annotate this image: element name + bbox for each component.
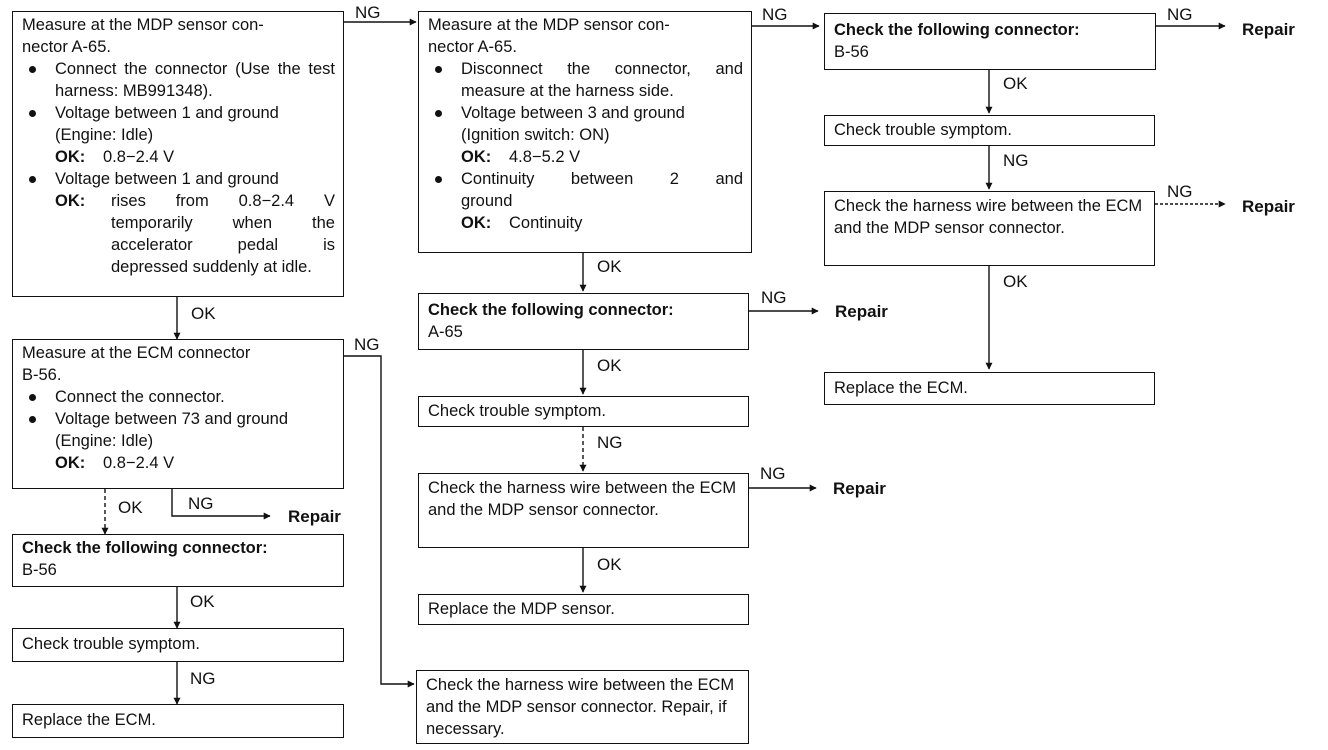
c3-box4-text: Replace the ECM.	[834, 379, 968, 397]
c3b3-ok-label: OK	[1003, 272, 1028, 291]
c2-box1-bullet2-ok: OK: 4.8−5.2 V	[428, 146, 743, 168]
c2-box1-bullet1: Disconnect the connector, and measure at…	[428, 58, 743, 102]
c2-check-harness-repair-box: Check the harness wire between the ECM a…	[416, 670, 749, 744]
ok-label: OK:	[461, 148, 492, 166]
c2-box4-text: Check the harness wire between the ECM a…	[428, 479, 737, 519]
ok-label: OK:	[55, 454, 86, 472]
c1-box2-line2: B-56.	[22, 366, 62, 384]
c2-box1-line1: Measure at the MDP sensor con-	[428, 16, 670, 34]
ok-value: rises from 0.8−2.4 V temporarily when th…	[111, 192, 335, 276]
c3-check-connector-box: Check the following connector: B-56	[824, 13, 1156, 70]
c2-box1-bullet2: Voltage between 3 and ground	[428, 102, 743, 124]
c3b2-ng-label: NG	[1003, 151, 1029, 170]
c2b4-repair-label: Repair	[833, 479, 886, 498]
c1-check-connector-box: Check the following connector: B-56	[12, 534, 344, 587]
c1-box1-bullet2-sub: (Engine: Idle)	[55, 126, 154, 144]
c2b2-repair-label: Repair	[835, 302, 888, 321]
c1-box2-bullet2-ok: OK: 0.8−2.4 V	[22, 452, 335, 474]
c2-check-harness-box: Check the harness wire between the ECM a…	[418, 473, 749, 548]
c1b2-repair-label: Repair	[288, 507, 341, 526]
c1-box3-value: B-56	[22, 561, 57, 579]
c1-replace-ecm-box: Replace the ECM.	[12, 704, 344, 738]
c2b3-ng-label: NG	[597, 433, 623, 452]
c3-check-symptom-box: Check trouble symptom.	[824, 115, 1155, 146]
c3b3-repair-label: Repair	[1242, 197, 1295, 216]
c2b2-ok-label: OK	[597, 356, 622, 375]
c1-box1-bullet1: Connect the connector (Use the test harn…	[22, 58, 335, 102]
c2-check-symptom-box: Check trouble symptom.	[418, 396, 749, 427]
c1-box1-line2: nector A-65.	[22, 38, 111, 56]
c3b1-ng-label: NG	[1167, 5, 1193, 24]
c1b2-ng2-label: NG	[188, 494, 214, 513]
c1-box2-bullet1: Connect the connector.	[22, 386, 335, 408]
c2-check-connector-box: Check the following connector: A-65	[418, 293, 749, 350]
c2-box1-bullet2-sub: (Ignition switch: ON)	[461, 126, 610, 144]
c1b3-ok-label: OK	[190, 592, 215, 611]
c3-box2-text: Check trouble symptom.	[834, 121, 1012, 139]
c1-box1-bullet2: Voltage between 1 and ground	[22, 102, 335, 124]
c2b1-ng-label: NG	[762, 5, 788, 24]
c1-measure-mdp-box: Measure at the MDP sensor con- nector A-…	[12, 11, 344, 297]
c3-box3-text: Check the harness wire between the ECM a…	[834, 197, 1143, 237]
arrow-c1b2-ng-repair	[171, 489, 271, 520]
c1-box1-bullet3-ok: OK: rises from 0.8−2.4 V temporarily when…	[22, 190, 335, 278]
c1b4-ng-label: NG	[190, 669, 216, 688]
c2-replace-mdp-box: Replace the MDP sensor.	[418, 594, 749, 625]
c1-box5-text: Replace the ECM.	[22, 711, 156, 729]
c2b4-ok-label: OK	[597, 555, 622, 574]
c1b2-ng-label: NG	[354, 335, 380, 354]
c1b1-ng-label: NG	[355, 3, 381, 22]
c1-box1-line1: Measure at the MDP sensor con-	[22, 16, 264, 34]
ok-label: OK:	[55, 148, 86, 166]
c2b2-ng-label: NG	[761, 288, 787, 307]
c2b4-ng-label: NG	[760, 464, 786, 483]
ok-label: OK:	[55, 192, 86, 210]
c2-box2-title: Check the following connector:	[428, 301, 674, 319]
c2-box1-bullet3: Continuity between 2 and ground	[428, 168, 743, 212]
c3-box1-value: B-56	[834, 43, 869, 61]
ok-label: OK:	[461, 214, 492, 232]
c1b2-ok-label: OK	[118, 498, 143, 517]
c2-box6-text: Check the harness wire between the ECM a…	[426, 676, 735, 738]
c1-check-symptom-box: Check trouble symptom.	[12, 628, 344, 662]
c1-box4-text: Check trouble symptom.	[22, 635, 200, 653]
c2-box1-bullet3-ok: OK: Continuity	[428, 212, 743, 234]
c1-measure-ecm-box: Measure at the ECM connector B-56. Conne…	[12, 339, 344, 489]
c3b1-ok-label: OK	[1003, 74, 1028, 93]
c1-box1-bullet2-ok: OK: 0.8−2.4 V	[22, 146, 335, 168]
c3b1-repair-label: Repair	[1242, 20, 1295, 39]
c1-box1-bullet3: Voltage between 1 and ground	[22, 168, 335, 190]
ok-value: 0.8−2.4 V	[103, 454, 175, 472]
c1-box2-bullet2-sub: (Engine: Idle)	[55, 432, 154, 450]
ok-value: Continuity	[509, 214, 583, 232]
c2-box1-line2: nector A-65.	[428, 38, 517, 56]
ok-value: 4.8−5.2 V	[509, 148, 581, 166]
c3-check-harness-box: Check the harness wire between the ECM a…	[824, 191, 1155, 266]
c1-box3-title: Check the following connector:	[22, 539, 268, 557]
c1-box2-line1: Measure at the ECM connector	[22, 344, 251, 362]
c2-measure-mdp-box: Measure at the MDP sensor con- nector A-…	[418, 11, 752, 253]
c3-replace-ecm-box: Replace the ECM.	[824, 372, 1155, 405]
c3b3-ng-label: NG	[1167, 182, 1193, 201]
c1b1-ok-label: OK	[191, 304, 216, 323]
arrow-c1b2-ng	[344, 355, 415, 688]
c2-box3-text: Check trouble symptom.	[428, 402, 606, 420]
c1-box2-bullet2: Voltage between 73 and ground	[22, 408, 335, 430]
ok-value: 0.8−2.4 V	[103, 148, 175, 166]
c2b1-ok-label: OK	[597, 257, 622, 276]
c2-box5-text: Replace the MDP sensor.	[428, 600, 615, 618]
c2-box2-value: A-65	[428, 323, 463, 341]
c3-box1-title: Check the following connector:	[834, 21, 1080, 39]
